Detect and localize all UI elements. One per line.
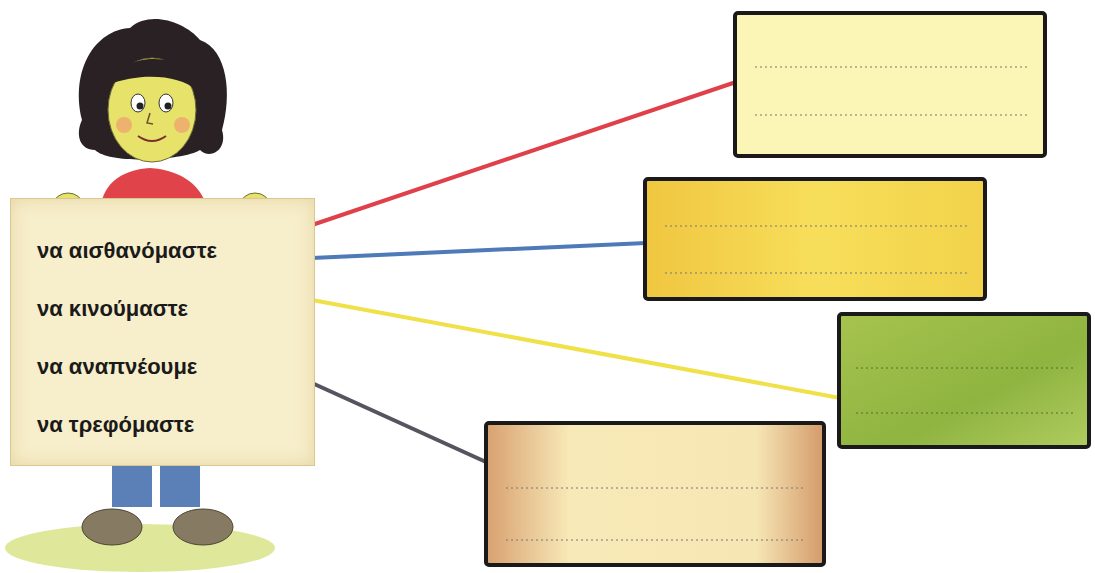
cheek bbox=[116, 117, 132, 133]
shoe bbox=[82, 509, 142, 545]
writing-line bbox=[856, 368, 1074, 369]
face bbox=[108, 58, 196, 162]
cheek bbox=[174, 117, 190, 133]
writing-line bbox=[665, 273, 968, 274]
mouth bbox=[138, 136, 166, 141]
sign-text: να αναπνέουμε bbox=[37, 351, 294, 383]
sign-text: να κινούμαστε bbox=[37, 293, 294, 325]
answer-box bbox=[645, 179, 985, 299]
pupil bbox=[137, 103, 144, 110]
sign-text: να αισθανόμαστε bbox=[37, 235, 294, 267]
answer-box bbox=[839, 314, 1089, 447]
answer-box bbox=[486, 423, 824, 565]
writing-line bbox=[506, 488, 806, 489]
sign-text: να τρεφόμαστε bbox=[37, 409, 294, 441]
sign-board: να αισθανόμαστε να κινούμαστε να αναπνέουμ… bbox=[10, 198, 315, 466]
writing-line bbox=[665, 226, 968, 227]
pupil bbox=[165, 103, 172, 110]
nose bbox=[147, 113, 153, 124]
writing-line bbox=[506, 540, 806, 541]
eye bbox=[131, 94, 145, 112]
leader-line bbox=[312, 300, 840, 398]
eye bbox=[159, 94, 173, 112]
fringe bbox=[108, 59, 196, 90]
writing-line bbox=[755, 67, 1028, 68]
writing-line bbox=[755, 115, 1028, 116]
writing-line bbox=[856, 413, 1074, 414]
leader-line bbox=[312, 243, 646, 258]
leader-line bbox=[312, 383, 486, 462]
shoe bbox=[173, 509, 233, 545]
answer-box bbox=[735, 13, 1045, 156]
